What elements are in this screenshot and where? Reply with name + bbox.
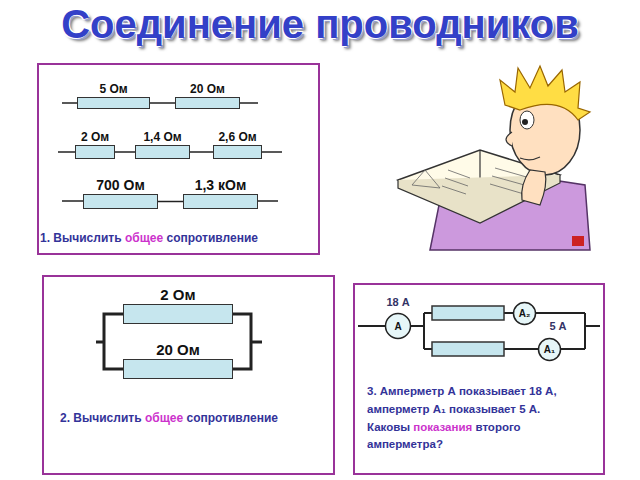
wire [190, 151, 213, 153]
resistance-label: 1,3 кОм [195, 177, 247, 193]
boy-illustration [396, 66, 590, 254]
resistor-symbol: 2,6 Ом [213, 145, 262, 159]
task-text: 1. Вычислитьобщеесопротивление [40, 231, 318, 247]
ammeter-symbol: А₂ [512, 301, 537, 326]
highlight-word: общее [125, 231, 163, 245]
ammeter-symbol: А₁ [537, 337, 562, 362]
highlight-word: показания [413, 421, 472, 433]
task-text: сопротивление [166, 231, 258, 245]
current-label: 5 А [549, 320, 566, 332]
resistance-label: 5 Ом [99, 82, 127, 96]
task-panel: 1. Вычислитьобщеесопротивление5 Ом20 Ом2… [37, 63, 320, 255]
wire [158, 201, 183, 203]
task-text: 2. Вычислить [60, 411, 142, 425]
resistor-symbol: 2 Ом [123, 304, 233, 324]
current-label: 18 А [386, 296, 409, 308]
resistor-symbol [432, 306, 504, 356]
task-text: 1. Вычислить [40, 231, 122, 245]
ammeter-label: А₁ [537, 337, 562, 362]
resistance-label: 700 Ом [96, 177, 145, 193]
lead-wires [58, 103, 282, 201]
resistor-symbol: 2 Ом [75, 145, 115, 159]
task-panel: 3. Амперметр А показывает 18 А, ампермет… [353, 283, 605, 475]
ammeter-label: А [384, 312, 412, 340]
highlight-word: общее [145, 411, 183, 425]
resistor-symbol: 5 Ом [77, 97, 150, 109]
title-text: Соединение проводников [0, 2, 640, 47]
task-text: 2. Вычислитьобщеесопротивление [60, 411, 330, 427]
resistor-symbol: 700 Ом [83, 194, 158, 209]
resistor-symbol: 20 Ом [123, 359, 233, 379]
resistor-symbol: 1,4 Ом [135, 145, 190, 159]
wire [104, 314, 123, 369]
resistor-symbol: 1,3 кОм [183, 194, 258, 209]
wire [150, 102, 175, 104]
wire [115, 151, 135, 153]
task-panel: 2. Вычислитьобщеесопротивление 2 Ом 20 Ом [42, 275, 335, 475]
ammeter-symbol: А [384, 312, 412, 340]
ammeter-label: А₂ [512, 301, 537, 326]
resistance-label: 1,4 Ом [143, 130, 181, 144]
resistance-label: 20 Ом [190, 82, 225, 96]
resistance-label: 2 Ом [160, 286, 195, 303]
resistance-label: 2 Ом [81, 130, 109, 144]
resistor-symbol: 20 Ом [175, 97, 240, 109]
resistance-label: 2,6 Ом [218, 130, 256, 144]
task-text: сопротивление [186, 411, 278, 425]
wire [233, 314, 251, 369]
resistance-label: 20 Ом [156, 341, 200, 358]
task-text: 3. Амперметр А показывает 18 А, ампермет… [367, 383, 599, 454]
